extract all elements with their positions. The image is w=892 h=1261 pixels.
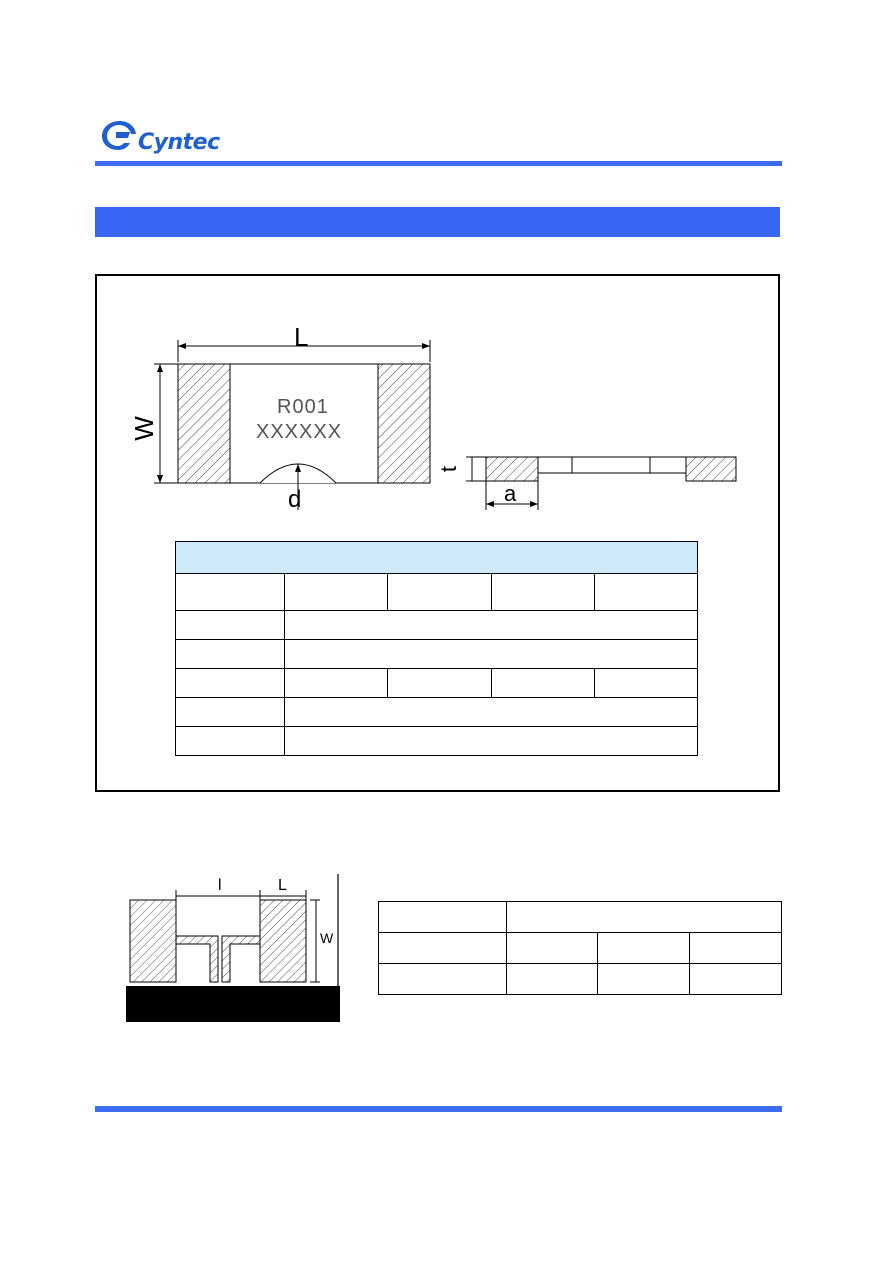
table-header-cell [175, 541, 698, 574]
pad-label-l: l [218, 877, 222, 894]
table-row [378, 901, 783, 933]
marking-line-1: R001 [277, 396, 329, 418]
table-cell [284, 610, 698, 640]
table-cell [284, 697, 698, 727]
brand-name: Cyntec [138, 130, 220, 155]
label-t: t [436, 465, 462, 473]
cyntec-logo: Cyntec [100, 118, 240, 160]
table-cell [174, 697, 286, 727]
table-cell [284, 639, 698, 669]
table-cell [593, 573, 699, 611]
table-cell [284, 668, 389, 698]
footer-rule [95, 1106, 782, 1112]
table-row [174, 573, 699, 611]
resistor-dimension-drawing [154, 340, 737, 510]
table-cell [378, 963, 507, 995]
table-row [174, 726, 698, 756]
table-cell [174, 639, 286, 669]
table-cell [490, 668, 595, 698]
pad-label-W: W [320, 930, 334, 946]
table-cell [505, 963, 599, 995]
table-cell [593, 668, 699, 698]
label-L: L [294, 322, 309, 352]
table-cell [174, 668, 286, 698]
pad-dimension-table [378, 901, 783, 995]
table-row [174, 639, 698, 669]
pad-layout-drawing [126, 874, 340, 1022]
table-cell [174, 610, 286, 640]
table-cell [284, 573, 389, 611]
table-cell [490, 573, 595, 611]
table-row [378, 932, 782, 964]
section-title-bar [95, 207, 780, 237]
table-cell [387, 668, 492, 698]
table-row [378, 963, 782, 995]
dimension-table [174, 541, 699, 756]
table-cell [174, 726, 286, 756]
table-row [174, 697, 698, 727]
table-cell [174, 573, 286, 611]
table-cell [505, 932, 599, 964]
pad-label-L: L [278, 877, 287, 894]
marking-line-2: XXXXXX [256, 421, 343, 443]
table-cell [505, 901, 783, 933]
table-header-row [175, 541, 698, 574]
table-cell [378, 932, 507, 964]
table-cell [597, 932, 691, 964]
table-cell [597, 963, 691, 995]
header-rule [95, 161, 782, 166]
table-cell [378, 901, 507, 933]
table-cell [284, 726, 698, 756]
table-cell [689, 932, 782, 964]
label-a: a [504, 481, 517, 506]
label-W: W [128, 416, 159, 441]
dimensions-frame [95, 274, 780, 792]
table-row [174, 668, 699, 698]
cyntec-swirl-icon [102, 121, 136, 150]
table-cell [387, 573, 492, 611]
table-row [174, 610, 698, 640]
table-cell [689, 963, 782, 995]
label-d: d [288, 486, 302, 513]
